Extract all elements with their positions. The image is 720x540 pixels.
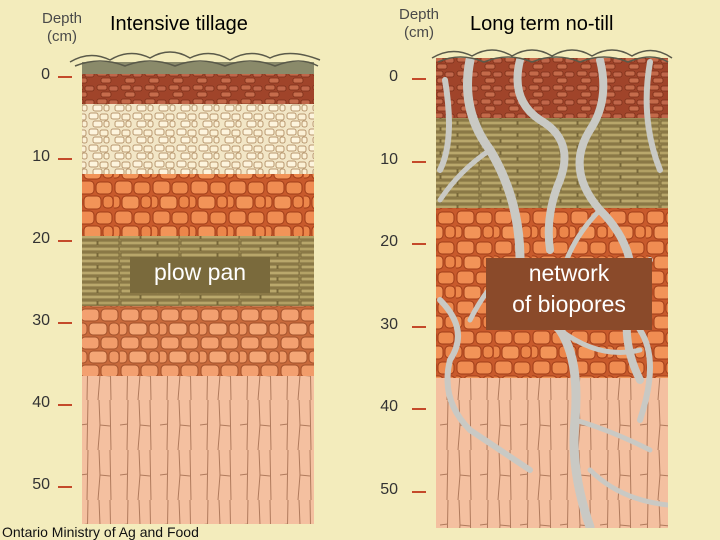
right-depth-tick-label-10: 10 [380,150,398,168]
right-panel-title: Long term no-till [470,13,614,35]
biopores-label-line1: network [528,260,610,286]
right-depth-tick-mark-30 [412,325,426,328]
biopores-label: network of biopores [486,258,652,330]
surface-residue-left [69,51,321,67]
left-depth-tick-label-0: 0 [41,66,50,83]
orange-clod-layer [82,174,314,236]
right-depth-tick-label-0: 0 [389,68,398,85]
left-depth-tick-mark-30 [58,322,72,324]
right-depth-unit: (cm) [404,24,434,41]
right-depth-tick-label-40: 40 [380,398,398,415]
right-depth-tick-label-30: 30 [380,315,398,333]
left-depth-word: Depth [41,10,83,27]
right-depth-tick-mark-0 [412,78,426,80]
left-depth-tick-label-50: 50 [32,476,50,493]
plow-pan-label-text: plow pan [153,259,247,285]
loose-clod-layer [82,104,314,174]
topsoil-layer [82,74,314,104]
right-depth-word: Depth [398,6,440,23]
left-depth-tick-mark-10 [58,158,72,160]
left-depth-unit: (cm) [47,28,77,45]
left-panel-title: Intensive tillage [110,13,248,35]
left-depth-tick-mark-50 [58,486,72,488]
no-till-layers [436,58,668,528]
intensive-tillage-layers [82,62,314,524]
right-depth-tick-mark-50 [412,490,426,493]
left-depth-tick-label-30: 30 [32,312,50,329]
biopores-label-line2: of biopores [512,291,626,317]
plow-pan-label: plow pan [130,257,270,293]
left-depth-tick-label-10: 10 [32,148,50,165]
source-credit: Ontario Ministry of Ag and Food [2,524,199,540]
left-depth-tick-label-20: 20 [32,230,50,247]
right-depth-tick-mark-40 [412,408,426,410]
no-till-columnar-layer [436,378,668,528]
right-depth-tick-label-50: 50 [380,480,398,498]
subsoil-clod-layer [82,306,314,376]
surface-residue-right [431,49,673,63]
columnar-subsoil-layer [82,376,314,524]
left-depth-axis-title: Depth (cm) [40,10,84,46]
left-depth-tick-label-40: 40 [32,394,50,411]
right-depth-tick-mark-20 [412,243,426,245]
left-depth-tick-mark-40 [58,404,72,406]
right-depth-axis-title: Depth (cm) [394,6,444,42]
left-depth-tick-mark-20 [58,240,72,242]
right-depth-tick-mark-10 [412,160,426,163]
right-depth-tick-label-20: 20 [380,233,398,250]
left-depth-tick-mark-0 [58,76,72,78]
